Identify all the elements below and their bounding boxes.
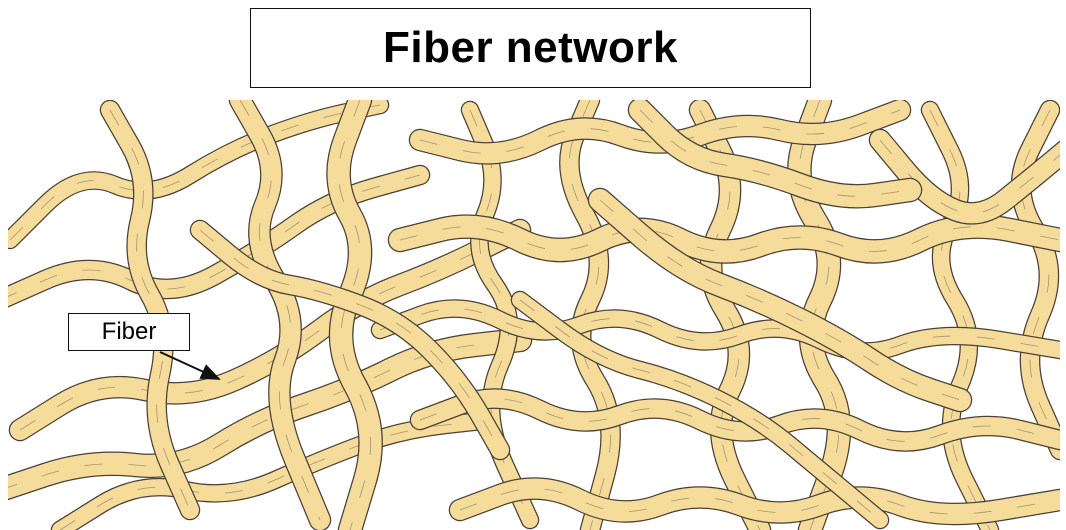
fiber-callout-label: Fiber xyxy=(68,313,190,351)
diagram-title: Fiber network xyxy=(383,23,678,73)
fiber-strand xyxy=(930,110,990,530)
fiber-callout-text: Fiber xyxy=(102,318,157,346)
fiber-strand xyxy=(10,105,380,240)
title-box: Fiber network xyxy=(250,8,811,88)
